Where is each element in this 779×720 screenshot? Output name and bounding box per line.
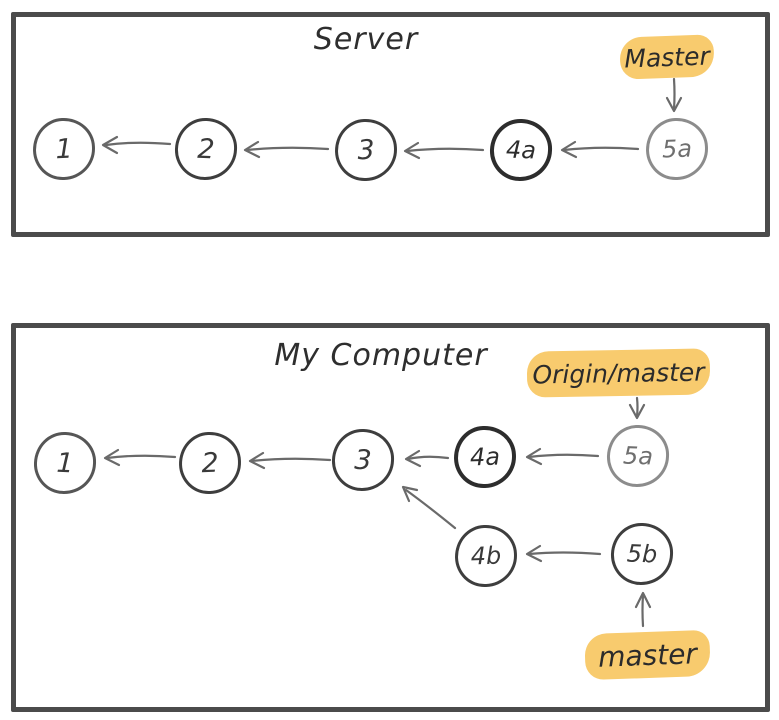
panel-title-server: Server [313,22,419,57]
edge-arrow-4b-to-3 [401,485,457,530]
edge-arrow-4a-to-3 [404,449,450,468]
commit-node-5a: 5a [605,423,671,489]
edge-arrow-5b-to-4b [525,544,602,563]
commit-node-4a: 4a [488,117,554,183]
commit-node-1: 1 [31,116,97,182]
panel-my-computer: My Computer Origin/master master 1 2 3 4… [11,323,770,712]
branch-label-origin-master: Origin/master [526,348,711,398]
edge-arrow-2-to-1 [103,448,177,467]
commit-node-4a: 4a [452,424,518,490]
edge-arrow-5a-to-4a [560,140,640,159]
branch-label-master: master [584,629,711,681]
panel-title-my-computer: My Computer [274,338,488,373]
commit-node-3: 3 [330,427,396,493]
edge-arrow-2-to-1 [101,135,172,155]
branch-pointer-arrow-origin-master [628,396,646,420]
branch-pointer-arrow-master [634,591,652,628]
commit-node-1: 1 [32,430,98,496]
commit-node-3: 3 [333,117,399,183]
commit-node-5b: 5b [609,521,675,587]
panel-server: Server Master 1 2 3 4a 5a [11,12,770,237]
branch-pointer-arrow-master [665,77,683,113]
commit-node-5a: 5a [644,116,710,182]
commit-node-2: 2 [173,116,239,182]
edge-arrow-3-to-2 [248,451,332,470]
edge-arrow-4a-to-3 [403,141,485,160]
edge-arrow-3-to-2 [243,140,330,159]
branch-label-master: Master [619,34,715,80]
commit-node-2: 2 [177,430,243,496]
commit-node-4b: 4b [453,523,519,589]
edge-arrow-5a-to-4a [525,447,600,466]
